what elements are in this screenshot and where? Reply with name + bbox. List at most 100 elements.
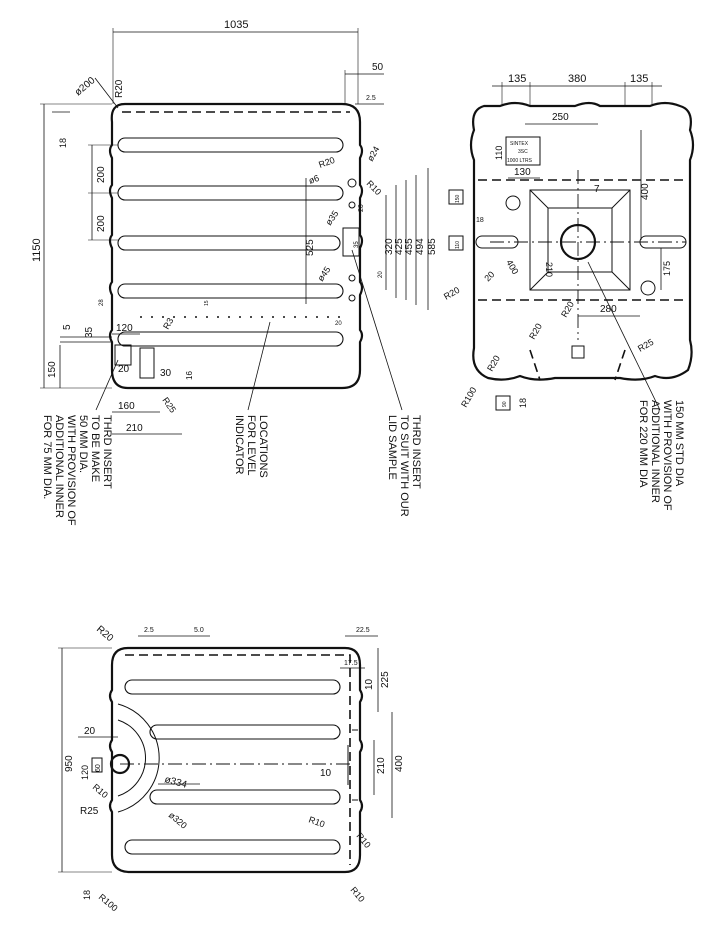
note-right-view-1: 150 MM STD DIA [673,400,685,487]
note-left-2: TO BE MAKE [89,415,101,482]
dim-10-top: 10 [364,678,375,690]
right-view: SINTEX 3SC 1000 LTRS 135 380 135 250 110… [442,73,695,511]
diameter-200: ø200 [73,75,98,98]
dim-175: 175 [662,261,672,276]
dim-28: 28 [99,299,105,306]
note-left-4: WITH PROVISION OF [65,415,77,526]
dim-18-bottom: 18 [82,890,92,900]
note-right-2: TO SUIT WITH OUR [398,415,410,517]
radius-r20-lid-b: R20 [559,300,576,319]
dim-22-5: 22.5 [356,627,370,634]
dim-210-bottom: 210 [376,757,387,774]
note-left-5: ADDITIONAL INNER [53,415,65,518]
radius-r10-left: R10 [91,782,110,800]
radius-r20-bottom: R20 [485,354,502,373]
dim-130: 130 [514,167,531,178]
note-left-6: FOR 75 MM DIA. [41,415,53,499]
diameter-6: ø6 [307,173,320,186]
drain-insert-inner [139,347,155,379]
radius-r10: R10 [365,178,384,197]
dim-20-bottom: 20 [118,364,130,375]
note-left-1: THRD INSERT [101,415,113,489]
diameter-334: ø334 [163,774,188,791]
dim-110-small: 110 [455,241,461,249]
dim-35-small: 35 [354,241,360,248]
dim-585: 585 [427,238,438,255]
dim-160: 160 [118,401,135,412]
dim-90: 90 [502,401,508,407]
radius-r20-lid: R20 [317,155,336,170]
diameter-24: ø24 [365,145,381,163]
note-middle-1: LOCATIONS [257,415,269,478]
dim-1035: 1035 [224,19,248,31]
dim-5: 5 [62,324,73,330]
dim-135-left: 135 [508,73,526,85]
dim-18-bottom: 18 [518,398,528,408]
dim-20-a: 20 [358,204,365,212]
rib [149,789,341,805]
lid-insert [342,227,360,257]
radius-r3: R3 [161,316,175,331]
bottom-view: R20 2.5 5.0 22.5 17.5 225 10 400 210 10 … [58,624,405,913]
radius-r25: R25 [160,395,178,414]
lid-hole [347,178,357,188]
lid-hole [348,274,356,282]
dim-20: 20 [84,726,96,737]
dim-135-right: 135 [630,73,648,85]
dim-250: 250 [552,112,569,123]
dim-35-left: 35 [84,326,95,338]
left-handle [475,235,519,249]
dim-5-0: 5.0 [194,627,204,634]
dim-225: 225 [380,671,391,688]
radius-r100: R100 [97,892,120,913]
dim-210: 210 [544,262,554,277]
dim-280: 280 [600,304,617,315]
note-middle-3: INDICATOR [233,415,245,475]
dim-1150: 1150 [31,238,43,262]
dim-30: 30 [160,368,172,379]
right-notch [347,729,358,801]
dim-400-rot: 400 [504,258,520,276]
dim-10-mid: 10 [320,768,332,779]
radius-r25: R25 [636,337,655,354]
dim-20-b: 20 [335,321,342,327]
dim-120: 120 [116,323,133,334]
dome-outer [117,703,160,813]
dim-2-5: 2.5 [366,95,376,102]
dim-950: 950 [64,755,75,772]
note-right-view-4: FOR 220 MM DIA [637,400,649,488]
dim-425: 425 [394,238,405,255]
dim-2-5: 2.5 [144,627,154,634]
rib-spacing-2: 200 [96,215,107,232]
vent-hole-left [505,195,521,211]
top-view: 1035 50 2.5 R20 ø200 1150 18 200 200 525 [31,19,438,526]
rib [117,185,344,201]
dim-17-5: 17.5 [344,660,358,667]
rib [124,679,341,695]
dim-16: 16 [185,371,194,380]
dim-400: 400 [394,755,405,772]
note-middle-2: FOR LEVEL [245,415,257,476]
radius-r10-b: R10 [354,831,372,850]
note-right-view-2: WITH PROVISION OF [661,400,673,511]
dim-18: 18 [58,138,68,148]
radius-r20-left: R20 [442,285,461,302]
dim-400-v: 400 [640,183,651,200]
dim-150: 150 [47,361,58,378]
dim-380: 380 [568,73,586,85]
note-right-1: THRD INSERT [410,415,422,489]
note-left-3: 50 MM DIA. [77,415,89,473]
radius-r25: R25 [80,806,99,817]
radius-r10-a: R10 [307,814,326,829]
note-right-view-3: ADDITIONAL INNER [649,400,661,503]
rib [117,283,344,299]
vent-hole-right [640,280,656,296]
radius-r10-c: R10 [348,885,366,904]
rib [117,331,344,347]
radius-r20-lid-a: R20 [527,322,544,341]
label-plate-line-1: SINTEX [510,141,529,147]
label-plate [505,136,541,166]
lid-hole [348,201,356,209]
radius-r20: R20 [114,79,125,98]
rib-spacing-1: 200 [96,166,107,183]
